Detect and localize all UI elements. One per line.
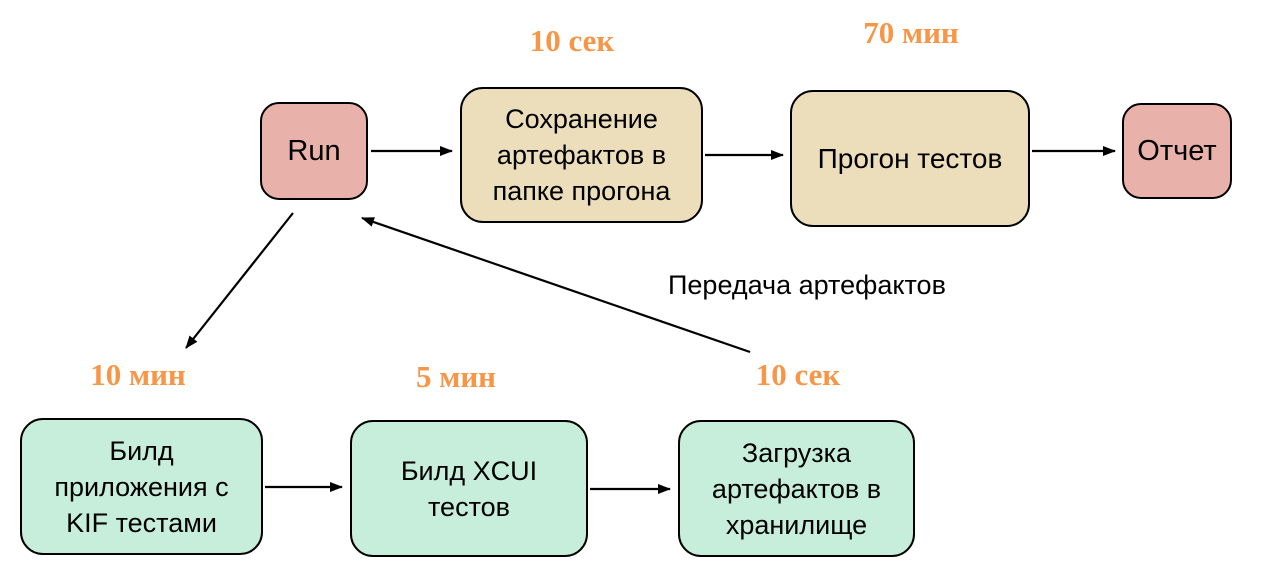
time-label-build-app: 10 мин (90, 357, 186, 392)
run-node: Run (260, 102, 368, 200)
run-node-label: Run (287, 135, 341, 167)
run-tests-node: Прогон тестов (790, 90, 1030, 227)
run-tests-node-label: Прогон тестов (817, 142, 1003, 174)
build-xcui-node: Билд XCUI тестов (350, 420, 588, 557)
time-label-save-artifacts: 10 сек (529, 23, 615, 58)
report-node-label: Отчет (1137, 135, 1217, 167)
transfer-artifacts-edge-label: Передача артефактов (668, 270, 946, 300)
build-app-node-label: Билд приложения с KIF тестами (54, 435, 229, 538)
upload-artifacts-node: Загрузка артефактов в хранилище (678, 420, 915, 557)
save-artifacts-node: Сохранение артефактов в папке прогона (460, 87, 703, 223)
arrow-run-to-build-app (185, 212, 294, 349)
upload-artifacts-node-label: Загрузка артефактов в хранилище (711, 437, 882, 540)
time-label-build-xcui: 5 мин (415, 359, 497, 394)
build-app-node: Билд приложения с KIF тестами (20, 418, 263, 555)
build-xcui-node-label: Билд XCUI тестов (400, 455, 538, 522)
save-artifacts-node-label: Сохранение артефактов в папке прогона (492, 104, 671, 206)
time-label-upload-artifacts: 10 сек (755, 357, 841, 392)
report-node: Отчет (1122, 103, 1232, 199)
time-label-run-tests: 70 мин (863, 15, 959, 50)
